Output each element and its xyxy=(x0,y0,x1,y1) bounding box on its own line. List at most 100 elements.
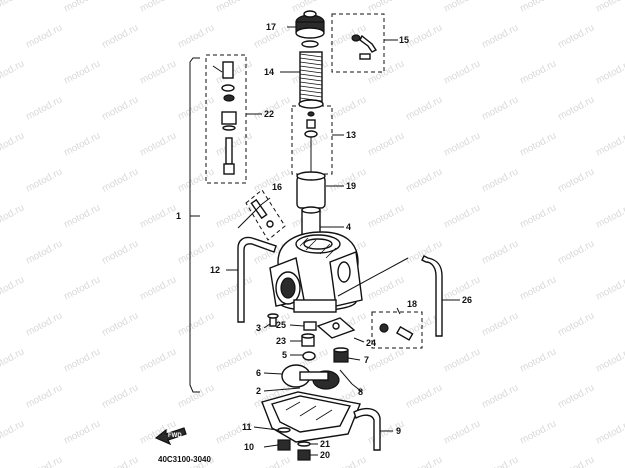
watermark-text: motod.ru xyxy=(442,418,482,446)
carburetor-body xyxy=(269,206,363,313)
watermark-text: motod.ru xyxy=(0,130,26,158)
watermark-text: motod.ru xyxy=(480,310,520,338)
watermark-text: motod.ru xyxy=(518,274,558,302)
watermark-text: motod.ru xyxy=(404,454,444,468)
watermark-text: motod.ru xyxy=(366,346,406,374)
callout-3: 3 xyxy=(256,323,261,333)
callout-9: 9 xyxy=(396,426,401,436)
watermark-text: motod.ru xyxy=(328,454,368,468)
watermark-text: motod.ru xyxy=(138,58,178,86)
watermark-text: motod.ru xyxy=(518,0,558,15)
callout-19: 19 xyxy=(346,181,356,191)
watermark-text: motod.ru xyxy=(24,166,64,194)
watermark-text: motod.ru xyxy=(176,22,216,50)
watermark-text: motod.ru xyxy=(556,94,596,122)
watermark-text: motod.ru xyxy=(138,346,178,374)
fwd-label: FWD xyxy=(168,433,182,439)
watermark-text: motod.ru xyxy=(176,238,216,266)
watermark-text: motod.ru xyxy=(24,94,64,122)
watermark-text: motod.ru xyxy=(594,58,625,86)
part-3-screw xyxy=(267,313,279,327)
watermark-text: motod.ru xyxy=(480,22,520,50)
part-23-main-jet xyxy=(301,333,315,347)
watermark-text: motod.ru xyxy=(24,454,64,468)
watermark-text: motod.ru xyxy=(480,238,520,266)
callout-8: 8 xyxy=(358,387,363,397)
watermark-text: motod.ru xyxy=(404,166,444,194)
watermark-text: motod.ru xyxy=(100,238,140,266)
part-8-float-pin xyxy=(339,369,353,385)
watermark-text: motod.ru xyxy=(100,454,140,468)
watermark-text: motod.ru xyxy=(556,382,596,410)
watermark-text: motod.ru xyxy=(518,58,558,86)
part-5-needle-jet xyxy=(302,351,316,361)
watermark-text: motod.ru xyxy=(176,310,216,338)
part-24-25-bracket xyxy=(303,317,356,339)
watermark-text: motod.ru xyxy=(404,238,444,266)
watermark-text: motod.ru xyxy=(62,0,102,15)
watermark-text: motod.ru xyxy=(442,130,482,158)
part-19-throttle-valve xyxy=(296,171,326,209)
callout-26: 26 xyxy=(462,295,472,305)
part-12-vent-hose-left xyxy=(237,236,277,323)
watermark-text: motod.ru xyxy=(176,382,216,410)
group-box-16 xyxy=(245,189,286,241)
part-18-plunger-set xyxy=(379,323,414,341)
watermark-text: motod.ru xyxy=(0,202,26,230)
group-box-18 xyxy=(371,311,423,349)
part-7-needle-valve xyxy=(333,347,349,363)
watermark-text: motod.ru xyxy=(100,382,140,410)
part-15-cable-adjuster xyxy=(351,34,378,60)
watermark-text: motod.ru xyxy=(594,418,625,446)
watermark-text: motod.ru xyxy=(62,274,102,302)
watermark-text: motod.ru xyxy=(24,310,64,338)
watermark-text: motod.ru xyxy=(214,274,254,302)
part-14-throttle-spring xyxy=(298,51,324,109)
watermark-text: motod.ru xyxy=(480,382,520,410)
watermark-text: motod.ru xyxy=(24,382,64,410)
watermark-text: motod.ru xyxy=(594,202,625,230)
part-17-top-cap xyxy=(295,10,325,48)
callout-18: 18 xyxy=(407,299,417,309)
part-13-jet-needle-set xyxy=(304,111,318,172)
watermark-text: motod.ru xyxy=(214,346,254,374)
part-26-overflow-hose-right xyxy=(421,255,443,337)
watermark-text: motod.ru xyxy=(0,346,26,374)
part-11-gasket xyxy=(277,427,291,433)
watermark-text: motod.ru xyxy=(404,382,444,410)
callout-22: 22 xyxy=(264,109,274,119)
callout-14: 14 xyxy=(264,67,274,77)
watermark-text: motod.ru xyxy=(62,130,102,158)
watermark-text: motod.ru xyxy=(366,202,406,230)
watermark-text: motod.ru xyxy=(100,94,140,122)
callout-1: 1 xyxy=(176,211,181,221)
watermark-text: motod.ru xyxy=(404,22,444,50)
watermark-text: motod.ru xyxy=(556,238,596,266)
watermark-text: motod.ru xyxy=(366,58,406,86)
part-6-float xyxy=(281,364,340,390)
watermark-text: motod.ru xyxy=(442,202,482,230)
watermark-text: motod.ru xyxy=(214,202,254,230)
watermark-text: motod.ru xyxy=(556,310,596,338)
callout-16: 16 xyxy=(272,182,282,192)
watermark-text: motod.ru xyxy=(556,166,596,194)
watermark-text: motod.ru xyxy=(62,418,102,446)
callout-10: 10 xyxy=(244,442,254,452)
watermark-text: motod.ru xyxy=(480,166,520,194)
callout-17: 17 xyxy=(266,22,276,32)
watermark-text: motod.ru xyxy=(0,58,26,86)
watermark-text: motod.ru xyxy=(100,166,140,194)
watermark-text: motod.ru xyxy=(556,454,596,468)
watermark-text: motod.ru xyxy=(176,94,216,122)
part-22-pilot-screw-set xyxy=(212,61,237,175)
watermark-text: motod.ru xyxy=(404,94,444,122)
watermark-text: motod.ru xyxy=(518,130,558,158)
watermark-text: motod.ru xyxy=(518,202,558,230)
leader-lines xyxy=(190,26,460,456)
watermark-text: motod.ru xyxy=(480,94,520,122)
watermark-text: motod.ru xyxy=(594,130,625,158)
watermark-text: motod.ru xyxy=(62,58,102,86)
callout-25: 25 xyxy=(276,320,286,330)
